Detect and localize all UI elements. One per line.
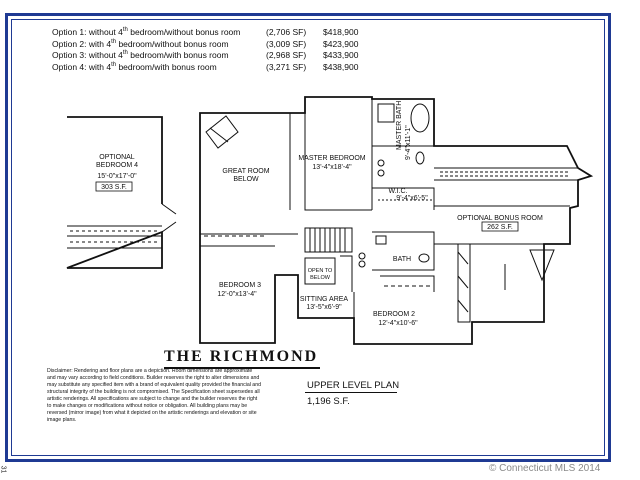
sitting-area-dims: 13'-5"x6'-9" (306, 304, 342, 311)
main-outline (199, 96, 594, 345)
option-sf: (2,968 SF) (266, 50, 307, 60)
plan-interior (67, 97, 578, 323)
option-label: bedroom/with bonus room (116, 61, 217, 72)
bonus-room-area: 262 S.F. (487, 224, 513, 231)
master-bedroom-dims: 13'-4"x18'-4" (312, 164, 352, 171)
plan-walls (66, 96, 594, 345)
upper-level-area: 1,196 S.F. (307, 396, 350, 407)
option-price: $433,900 (323, 50, 359, 60)
option-sf: (2,706 SF) (266, 27, 307, 37)
great-room-label: GREAT ROOM (222, 168, 269, 175)
bedroom2-label: BEDROOM 2 (373, 311, 415, 318)
bedroom4-area: 303 S.F. (101, 184, 127, 191)
option-row: Option 1: without 4th bedroom/without bo… (52, 27, 383, 39)
bedroom4-walls (66, 116, 163, 269)
option-row: Option 3: without 4th bedroom/with bonus… (52, 50, 383, 62)
options-price-list: Option 1: without 4th bedroom/without bo… (52, 27, 383, 73)
option-label: Option 4: with 4 (52, 61, 112, 72)
bonus-room-label: OPTIONAL BONUS ROOM (457, 215, 543, 222)
option-row: Option 2: with 4th bedroom/without bonus… (52, 39, 383, 51)
great-room-label: BELOW (233, 176, 259, 183)
option-label: bedroom/without bonus room (127, 27, 241, 37)
option-label-sup: th (122, 50, 128, 57)
option-label: Option 3: without 4 (52, 50, 123, 60)
room-labels: OPTIONAL BEDROOM 4 15'-0"x17'-0" 303 S.F… (95, 101, 543, 327)
option-label-sup: th (111, 61, 117, 68)
page-number: 31 (0, 465, 7, 474)
bedroom2-dims: 12'-4"x10'-6" (378, 320, 418, 327)
master-bath-label: MASTER BATH (396, 101, 403, 150)
bath-label: BATH (393, 256, 411, 263)
bedroom4-label: BEDROOM 4 (96, 162, 138, 169)
wic-dims: 9'-4"x6'-5" (396, 195, 428, 202)
option-label: Option 1: without 4 (52, 27, 123, 37)
bedroom4-label: OPTIONAL (99, 154, 135, 161)
bedroom3-label: BEDROOM 3 (219, 282, 261, 289)
disclaimer-text: Disclaimer: Rendering and floor plans ar… (47, 368, 261, 423)
upper-level-plan-label: UPPER LEVEL PLAN (307, 380, 400, 391)
option-label: bedroom/with bonus room (127, 50, 229, 60)
copyright-watermark: © Connecticut MLS 2014 (489, 463, 601, 474)
open-below-label: OPEN TO (308, 268, 333, 274)
option-sf: (3,271 SF) (266, 61, 307, 72)
option-label: Option 2: with 4 (52, 38, 112, 49)
master-bath-dims: 9'-4"x11'-1" (405, 125, 412, 160)
open-below-label: BELOW (310, 275, 331, 281)
plan-title: THE RICHMOND (164, 348, 319, 365)
title-underline (164, 367, 320, 369)
option-price: $438,900 (323, 61, 359, 72)
outer-frame (5, 13, 611, 462)
bedroom3-dims: 12'-0"x13'-4" (217, 291, 257, 298)
option-label-sup: th (111, 38, 117, 45)
bedroom4-dims: 15'-0"x17'-0" (97, 173, 137, 180)
option-sf: (3,009 SF) (266, 38, 307, 49)
option-price: $418,900 (323, 27, 359, 37)
sitting-area-label: SITTING AREA (300, 296, 349, 303)
master-bedroom-label: MASTER BEDROOM (298, 155, 365, 162)
option-row: Option 4: with 4th bedroom/with bonus ro… (52, 62, 383, 74)
option-label: bedroom/without bonus room (116, 38, 229, 49)
inner-frame (11, 19, 605, 456)
plan-label-underline (305, 392, 397, 393)
option-price: $423,900 (323, 38, 359, 49)
wic-label: W.I.C. (388, 188, 407, 195)
option-label-sup: th (122, 27, 128, 34)
